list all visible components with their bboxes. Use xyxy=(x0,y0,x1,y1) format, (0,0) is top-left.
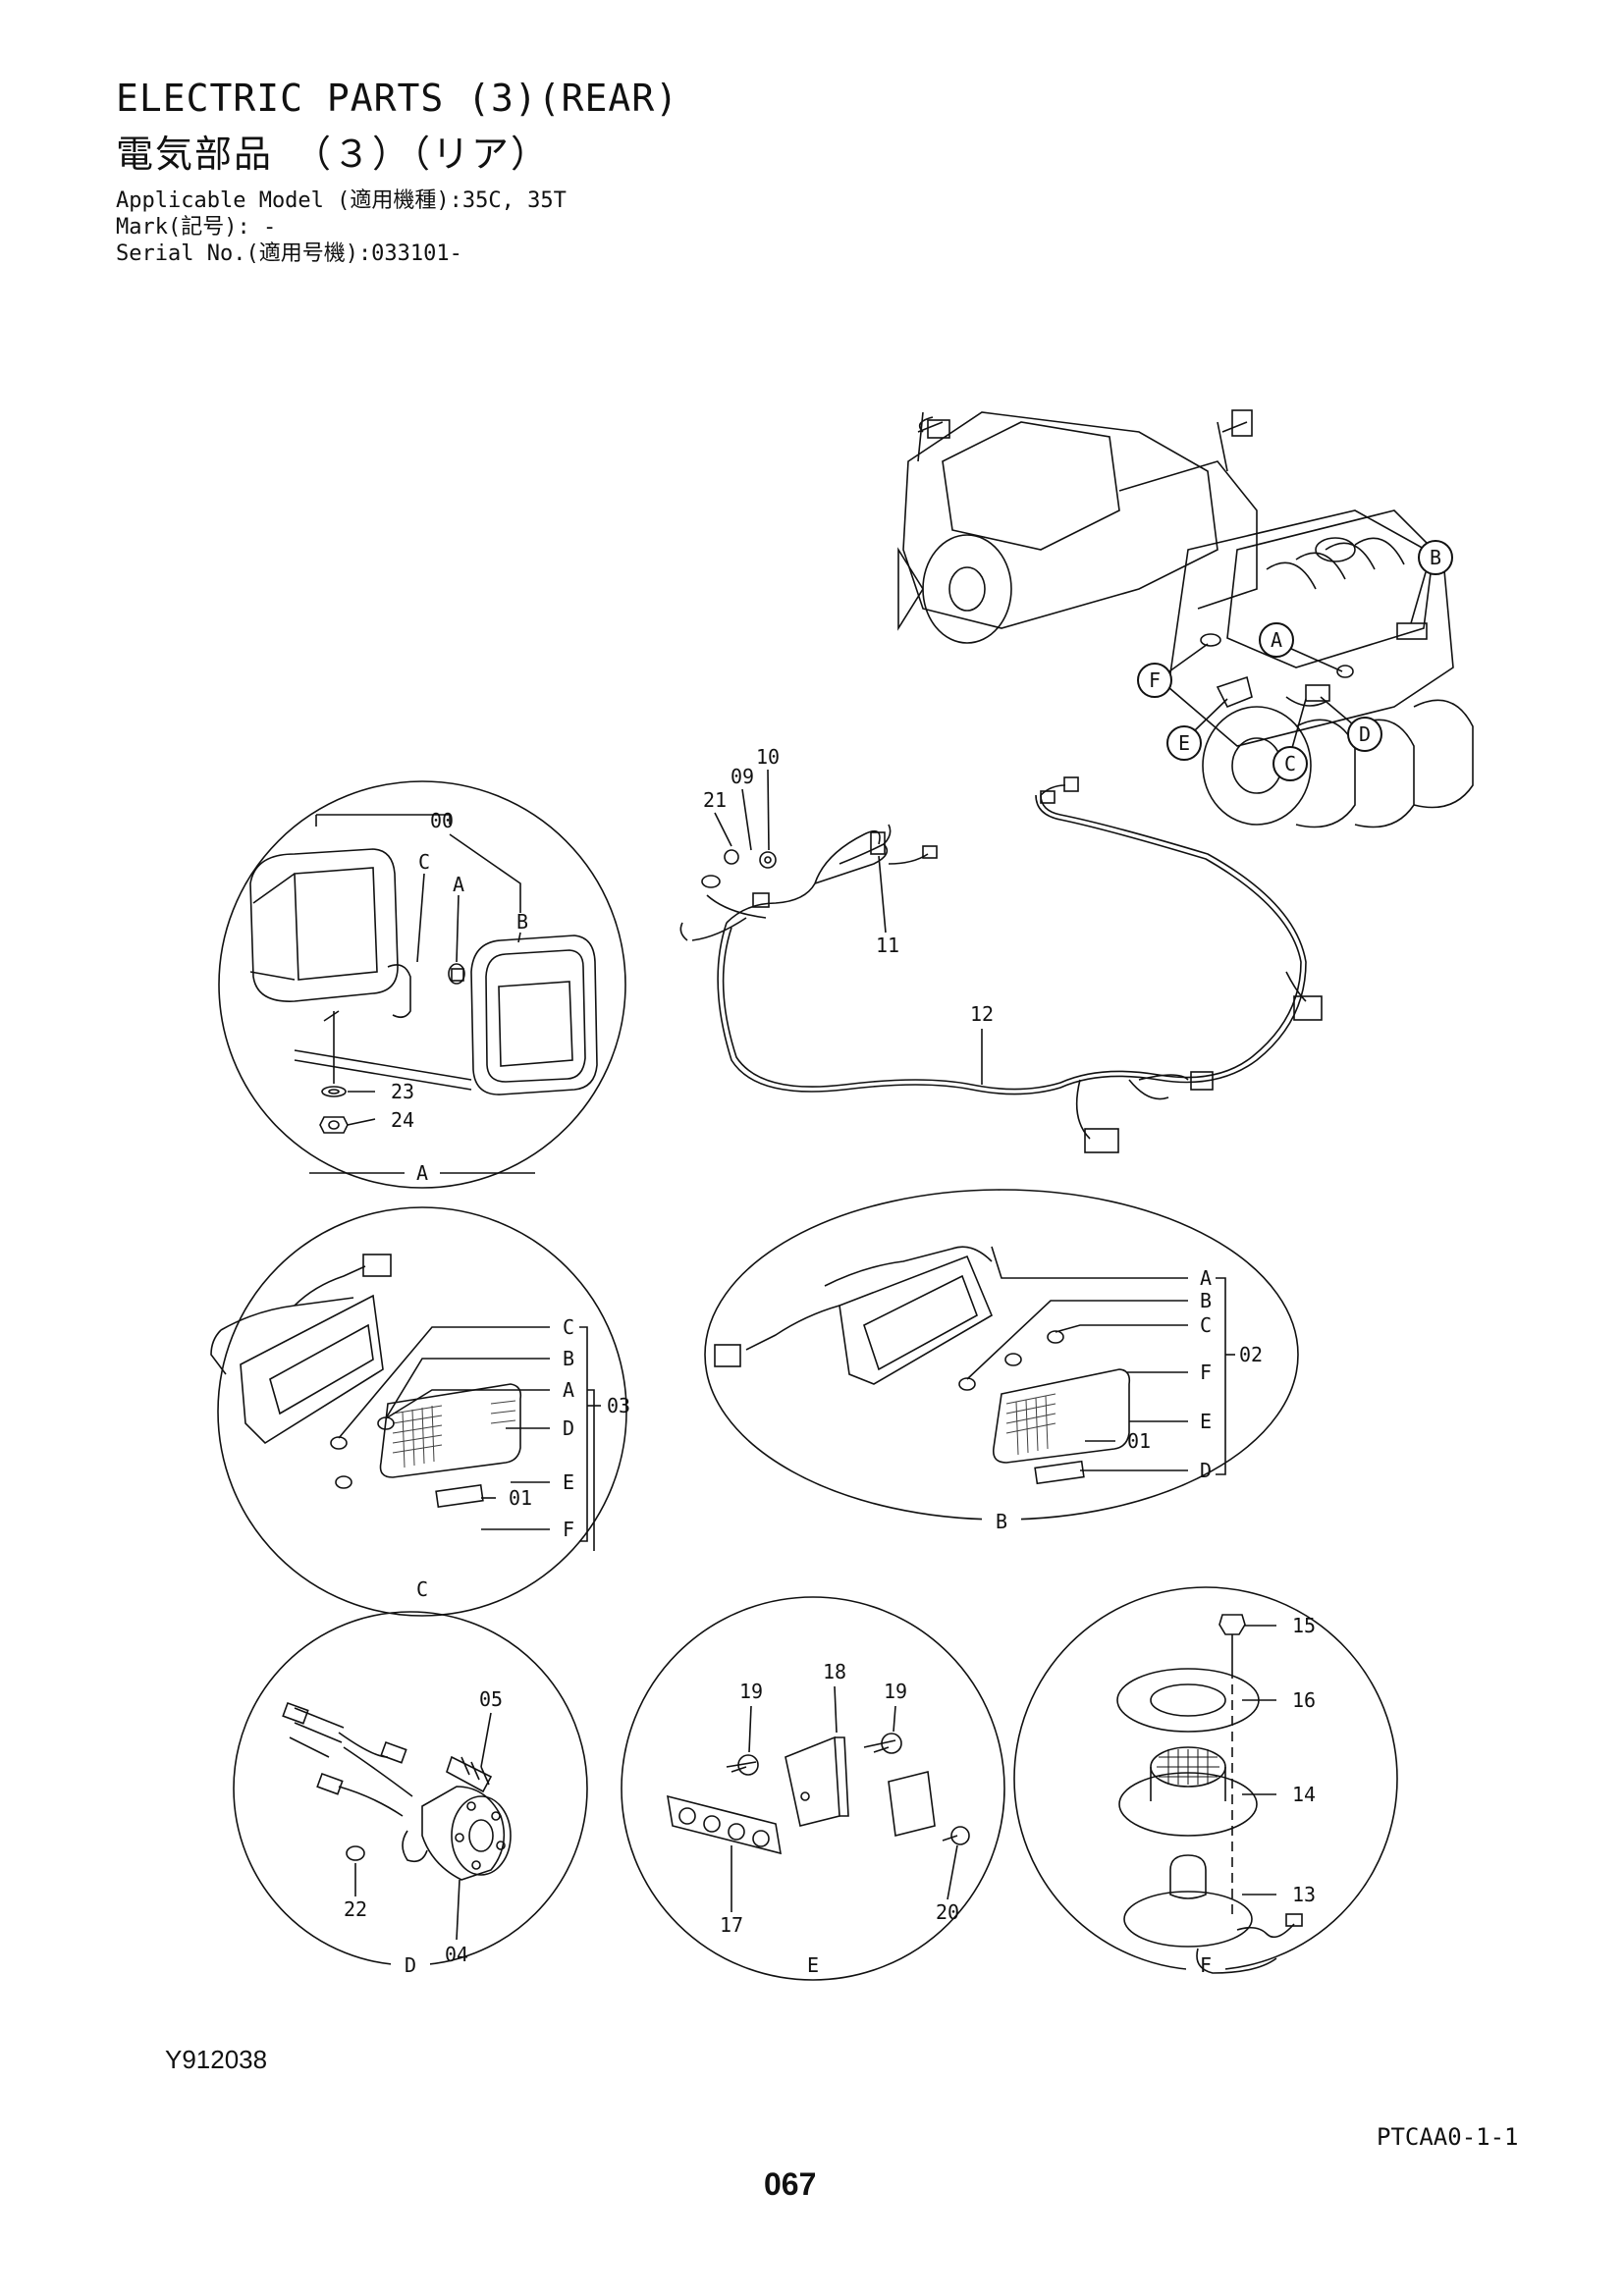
part-label-10: 10 xyxy=(756,745,780,769)
part-label-13: 13 xyxy=(1292,1883,1316,1906)
part-label-24: 24 xyxy=(391,1108,414,1132)
ref-c-f: F xyxy=(563,1518,574,1541)
ref-b-c: C xyxy=(1200,1313,1212,1337)
locator-d: D xyxy=(1320,696,1382,752)
page-code: PTCAA0-1-1 xyxy=(1377,2123,1519,2151)
locator-a: A xyxy=(1259,622,1343,672)
harness-labels: 21 09 10 11 12 xyxy=(703,745,994,1085)
part-label-b: B xyxy=(516,910,528,934)
locator-c-label: C xyxy=(1284,752,1296,775)
title-english: ELECTRIC PARTS (3)(REAR) xyxy=(116,77,679,120)
detail-b: B A B C F E D 01 02 xyxy=(704,1189,1299,1533)
part-label-21: 21 xyxy=(703,788,727,812)
overview-locators: B A F E D C xyxy=(1137,540,1453,781)
ref-b-f: F xyxy=(1200,1361,1212,1384)
group-label-02: 02 xyxy=(1239,1343,1263,1366)
detail-e: E 19 18 19 17 20 xyxy=(621,1596,1005,1981)
part-label-19a: 19 xyxy=(739,1680,763,1703)
locator-f-label: F xyxy=(1149,668,1161,692)
figure-code: Y912038 xyxy=(165,2045,268,2074)
ref-b-a: A xyxy=(1200,1266,1212,1290)
part-label-20: 20 xyxy=(936,1900,959,1924)
detail-b-label: B xyxy=(996,1510,1007,1533)
ref-c-c: C xyxy=(563,1315,574,1339)
detail-d-label: D xyxy=(405,1953,416,1977)
part-label-12: 12 xyxy=(970,1002,994,1026)
detail-f: F 15 16 14 13 xyxy=(1013,1586,1398,1977)
part-label-04: 04 xyxy=(445,1943,468,1966)
ref-c-b: B xyxy=(563,1347,574,1370)
locator-e: E xyxy=(1166,698,1228,761)
part-label-14: 14 xyxy=(1292,1783,1316,1806)
locator-e-label: E xyxy=(1178,731,1190,755)
detail-d: D 05 22 04 xyxy=(233,1611,588,1977)
plate-label-b: 01 xyxy=(1127,1429,1151,1453)
part-label-a: A xyxy=(453,873,464,896)
ref-c-d: D xyxy=(563,1416,574,1440)
part-label-19b: 19 xyxy=(884,1680,907,1703)
machine-overview xyxy=(897,409,1474,828)
detail-a: A 00 C A B 23 24 xyxy=(218,780,626,1189)
part-label-09: 09 xyxy=(731,765,754,788)
part-label-05: 05 xyxy=(479,1687,503,1711)
locator-f: F xyxy=(1137,643,1209,698)
detail-c: C C B A D E F 01 03 xyxy=(210,1206,630,1617)
part-label-22: 22 xyxy=(344,1897,367,1921)
detail-e-label: E xyxy=(807,1953,819,1977)
applicable-model: Applicable Model (適用機種):35C, 35T xyxy=(116,188,567,213)
wiring-harness xyxy=(679,776,1323,1153)
part-label-16: 16 xyxy=(1292,1688,1316,1712)
part-label-11: 11 xyxy=(876,934,899,957)
mark-line: Mark(記号): - xyxy=(116,215,277,240)
part-label-17: 17 xyxy=(720,1913,743,1937)
part-label-c: C xyxy=(418,850,430,874)
detail-a-label: A xyxy=(416,1161,428,1185)
locator-d-label: D xyxy=(1359,722,1371,746)
group-label-03: 03 xyxy=(607,1394,630,1417)
ref-b-b: B xyxy=(1200,1289,1212,1312)
detail-c-label: C xyxy=(416,1577,428,1601)
ref-c-e: E xyxy=(563,1470,574,1494)
ref-b-d: D xyxy=(1200,1459,1212,1482)
serial-number: Serial No.(適用号機):033101- xyxy=(116,241,462,266)
part-label-23: 23 xyxy=(391,1080,414,1103)
part-label-00: 00 xyxy=(430,809,454,832)
plate-label-c: 01 xyxy=(509,1486,532,1510)
detail-f-label: F xyxy=(1200,1953,1212,1977)
part-label-18: 18 xyxy=(823,1660,846,1683)
locator-a-label: A xyxy=(1271,628,1282,652)
part-label-15: 15 xyxy=(1292,1614,1316,1637)
title-japanese: 電気部品 （３）（リア） xyxy=(116,133,551,176)
locator-b: B xyxy=(1410,540,1453,624)
page-number: 067 xyxy=(764,2166,817,2202)
ref-c-a: A xyxy=(563,1378,574,1402)
ref-b-e: E xyxy=(1200,1410,1212,1433)
locator-c: C xyxy=(1272,698,1308,781)
locator-b-label: B xyxy=(1430,546,1441,569)
